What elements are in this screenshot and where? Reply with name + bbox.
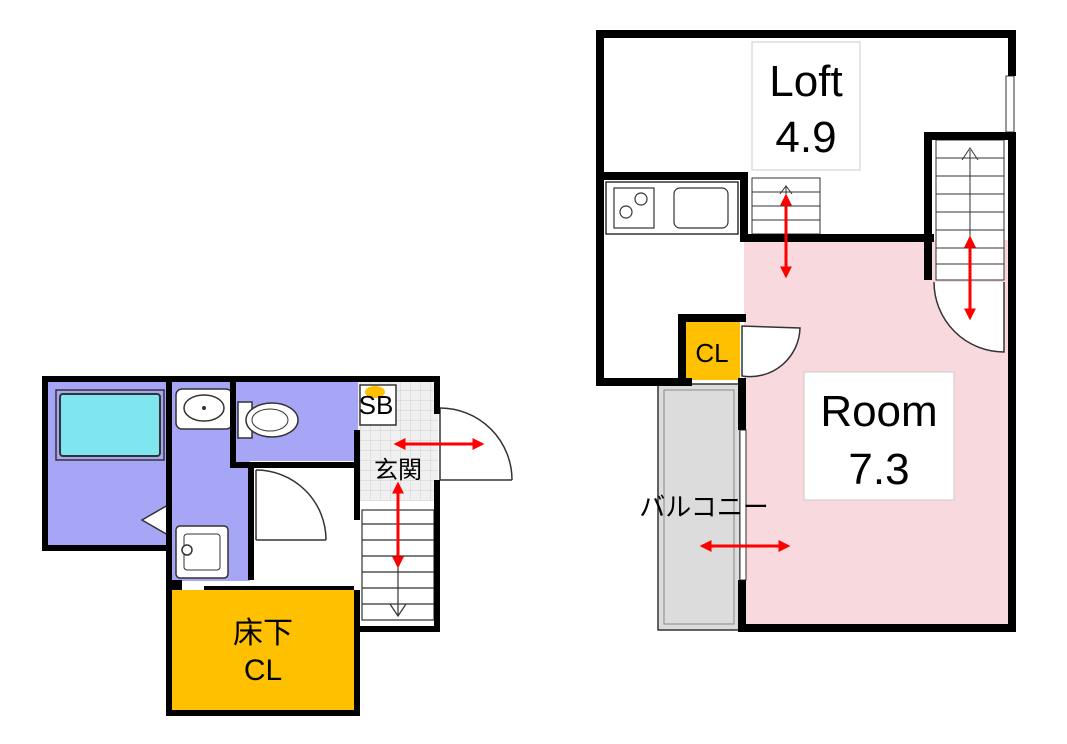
- room-name: Room: [820, 387, 937, 436]
- shoebox: [359, 384, 397, 426]
- entrance-label: 玄関: [374, 456, 422, 484]
- balcony-label: バルコニー: [639, 493, 768, 523]
- shoebox-label: SB: [359, 390, 394, 420]
- underfloor-closet-label-line1: 床下: [233, 616, 293, 651]
- loft-name: Loft: [769, 57, 842, 106]
- room-size: 7.3: [848, 445, 909, 494]
- closet-label: CL: [695, 338, 728, 368]
- second-floor: Loft 4.9 Room 7.3 CL バルコニー: [596, 30, 1016, 632]
- loft-size: 4.9: [775, 113, 836, 162]
- toilet-icon: [237, 401, 299, 439]
- closet-door-swing: [741, 325, 801, 378]
- inner-door: [255, 469, 327, 541]
- second-floor-walls: [596, 30, 1016, 632]
- first-floor-walls: [42, 376, 440, 716]
- room-label-box: [803, 371, 955, 501]
- loft-label-box: [751, 41, 861, 171]
- underfloor-closet-floor: [172, 590, 354, 712]
- balcony: [657, 383, 741, 631]
- underfloor-closet-label-line2: CL: [244, 654, 282, 687]
- loft-window: [1005, 75, 1015, 133]
- first-floor: SB 玄関 床下 CL: [42, 376, 513, 716]
- closet: [684, 320, 740, 380]
- kitchen-counter: [605, 181, 739, 235]
- bathtub: [59, 393, 161, 457]
- washing-machine-space: [175, 525, 229, 579]
